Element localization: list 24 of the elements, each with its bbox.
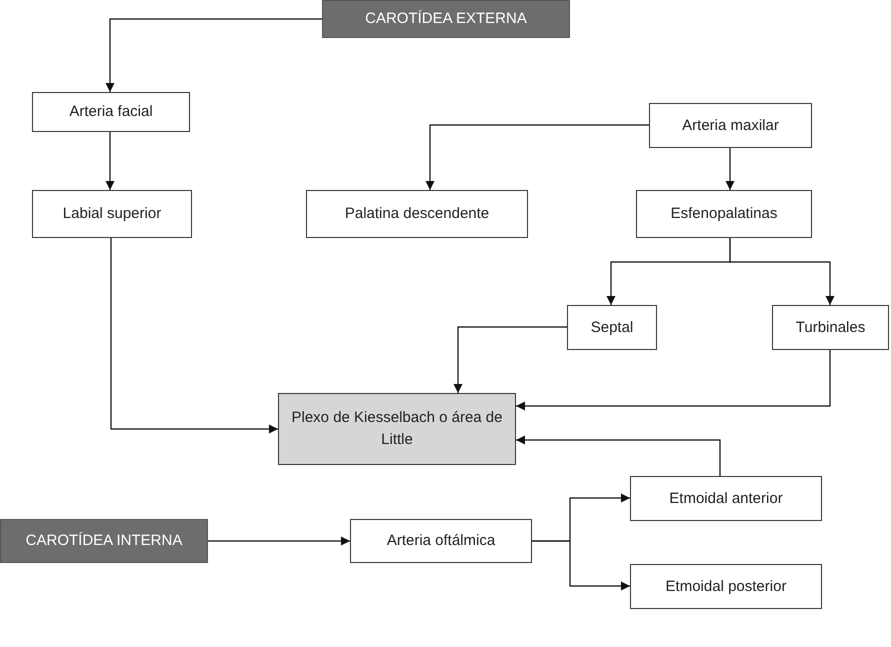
artery-box: Turbinales bbox=[772, 305, 889, 350]
artery-box: Esfenopalatinas bbox=[636, 190, 812, 238]
arrow bbox=[729, 238, 834, 305]
arrow bbox=[726, 148, 734, 190]
artery-box: Etmoidal posterior bbox=[630, 564, 822, 609]
arrow bbox=[454, 326, 567, 393]
arrow bbox=[516, 350, 831, 410]
artery-box: Septal bbox=[567, 305, 657, 350]
arrow bbox=[516, 436, 721, 476]
artery-box: Arteria maxilar bbox=[649, 103, 812, 148]
arrow bbox=[208, 536, 350, 546]
artery-box: CAROTÍDEA INTERNA bbox=[0, 519, 208, 563]
arrow bbox=[532, 540, 630, 590]
artery-box: Labial superior bbox=[32, 190, 192, 238]
artery-box: Arteria facial bbox=[32, 92, 190, 132]
arrow bbox=[426, 124, 649, 190]
artery-box: Arteria oftálmica bbox=[350, 519, 532, 563]
arrow bbox=[106, 132, 114, 190]
arrow bbox=[106, 18, 322, 92]
highlight-box: Plexo de Kiesselbach o área de Little bbox=[278, 393, 516, 465]
arrow bbox=[110, 238, 278, 434]
artery-box: CAROTÍDEA EXTERNA bbox=[322, 0, 570, 38]
artery-box: Etmoidal anterior bbox=[630, 476, 822, 521]
artery-box: Palatina descendente bbox=[306, 190, 528, 238]
